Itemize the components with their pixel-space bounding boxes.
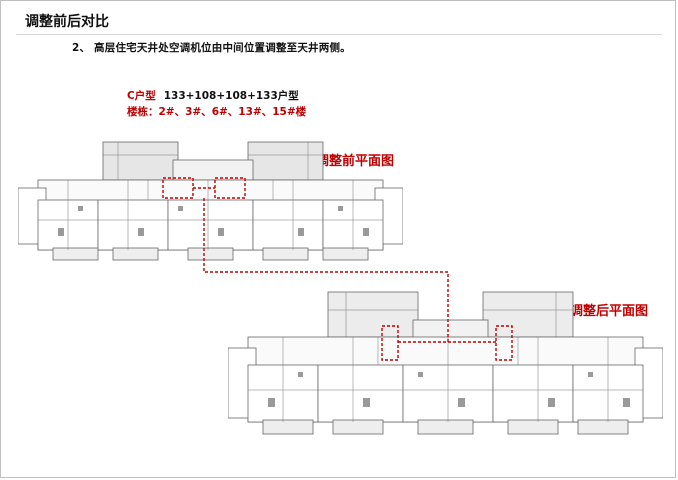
title-divider: [16, 34, 662, 35]
before-plan-drawing: [18, 141, 403, 261]
before-floor-plan: [18, 140, 403, 265]
before-plan-label: 调整前平面图: [316, 154, 395, 169]
unit-composition: 133+108+108+133户型: [163, 90, 299, 102]
after-plan-label: 调整后平面图: [570, 304, 649, 319]
unit-type-note: C户型 133+108+108+133户型: [127, 88, 299, 103]
slide-title: 调整前后对比: [25, 14, 109, 30]
after-plan-drawing: [228, 291, 663, 435]
building-list: 楼栋：2#、3#、6#、13#、15#楼: [127, 106, 307, 118]
unit-type-label: C户型: [127, 90, 156, 102]
slide-subtitle: 2、 高层住宅天井处空调机位由中间位置调整至天井两侧。: [72, 42, 351, 54]
after-floor-plan: [228, 290, 663, 440]
